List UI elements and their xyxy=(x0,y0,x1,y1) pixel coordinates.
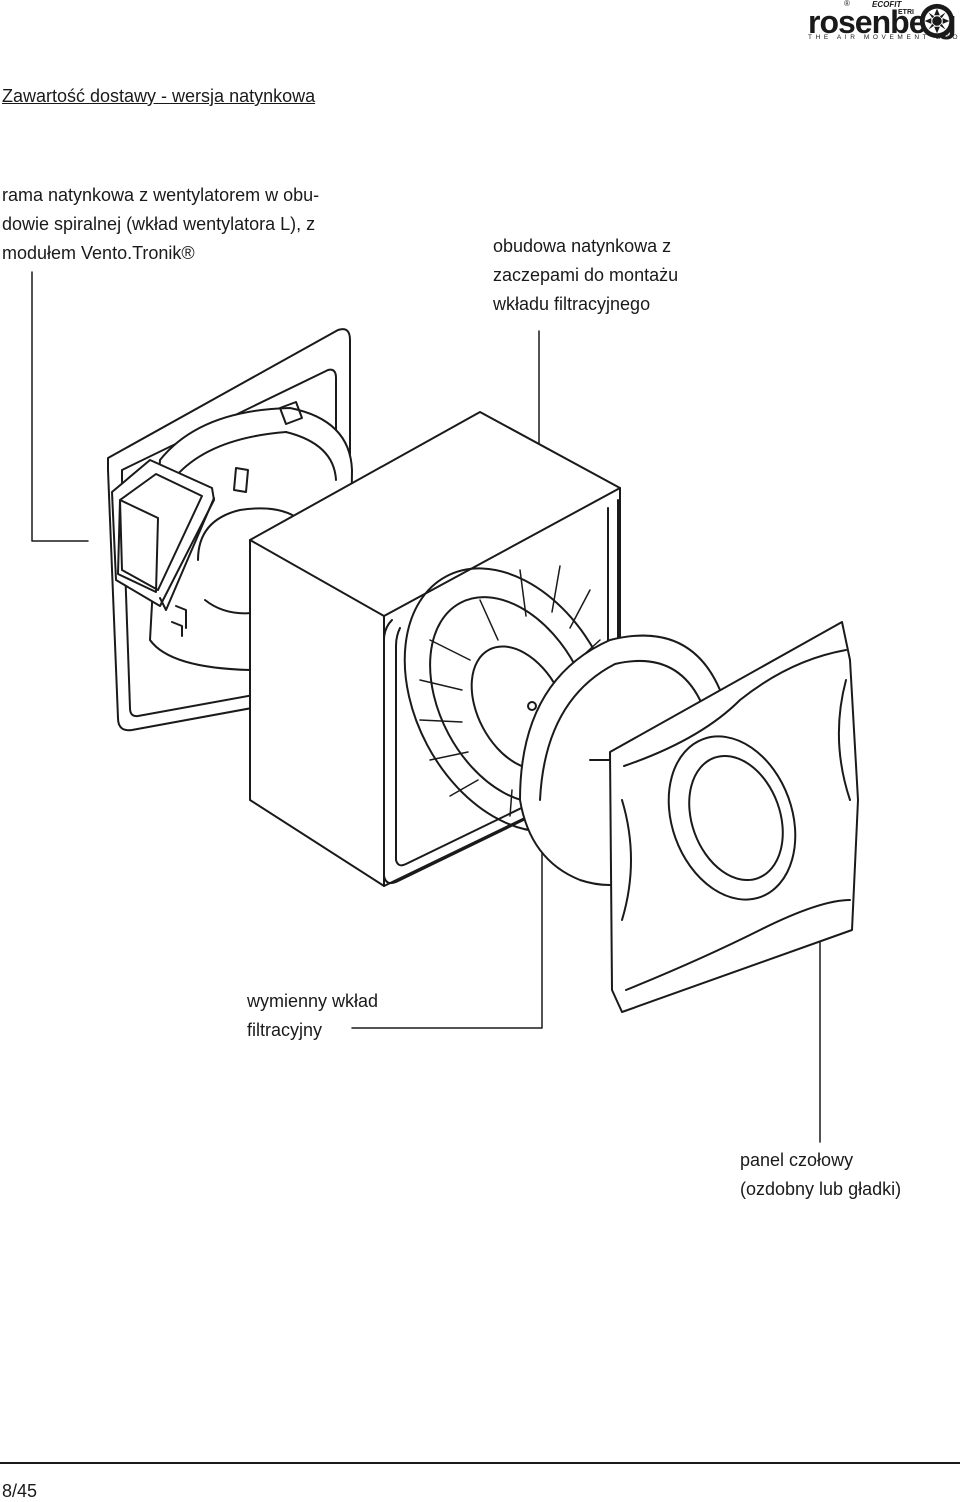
front-panel xyxy=(609,621,859,1013)
label-front-panel: panel czołowy (ozdobny lub gładki) xyxy=(740,1150,902,1199)
fan-wheel-logo-icon xyxy=(919,3,955,39)
label-surface-frame: rama natynkowa z wentylatorem w obu- dow… xyxy=(2,185,320,263)
footer-divider xyxy=(0,1462,960,1464)
label-surface-housing: obudowa natynkowa z zaczepami do montażu… xyxy=(493,236,679,314)
registered-mark: ® xyxy=(844,0,850,8)
page-number: 8/45 xyxy=(2,1481,38,1501)
etri-label: ETRI xyxy=(898,9,914,16)
leader-lines xyxy=(31,271,821,1143)
brand-logo: ® ECOFIT ETRI rosenberg THE AIR MOVEMENT… xyxy=(800,0,960,46)
section-title: Zawartość dostawy - wersja natynkowa xyxy=(2,86,316,106)
ecofit-label: ECOFIT xyxy=(872,0,902,9)
brand-tagline: THE AIR MOVEMENT GROUP xyxy=(808,34,960,41)
label-filter-cartridge: wymienny wkład filtracyjny xyxy=(247,991,379,1040)
